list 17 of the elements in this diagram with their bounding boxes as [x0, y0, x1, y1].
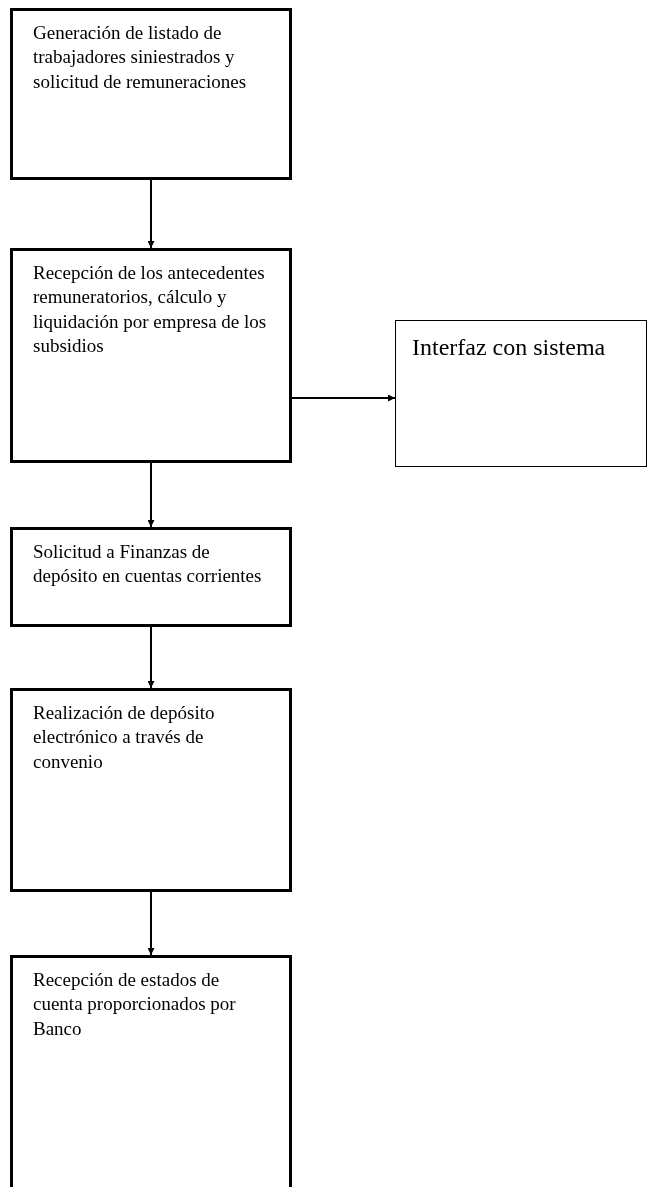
box-text: Realización de depósito electrónico a través de convenio	[33, 701, 216, 774]
process-box	[10, 955, 292, 1187]
arrow	[147, 179, 155, 249]
box-text: Recepción de estados de cuenta proporcionados por Banco	[33, 968, 237, 1041]
box-text: Generación de listado de trabajadores siniestrados y solicitud de remuneraciones	[33, 21, 248, 94]
arrow	[147, 891, 155, 956]
arrow	[147, 626, 155, 689]
process-box	[10, 248, 292, 463]
process-box	[10, 688, 292, 892]
process-box	[10, 8, 292, 180]
arrow	[147, 462, 155, 528]
box-text: Solicitud a Finanzas de depósito en cuentas corrientes	[33, 540, 263, 589]
arrow	[291, 394, 396, 402]
box-text: Interfaz con sistema	[412, 333, 607, 362]
box-text: Recepción de los antecedentes remuneratorios, cálculo y liquidación por empresa de los subsidios	[33, 261, 268, 358]
process-box	[10, 527, 292, 627]
process-box	[395, 320, 647, 467]
